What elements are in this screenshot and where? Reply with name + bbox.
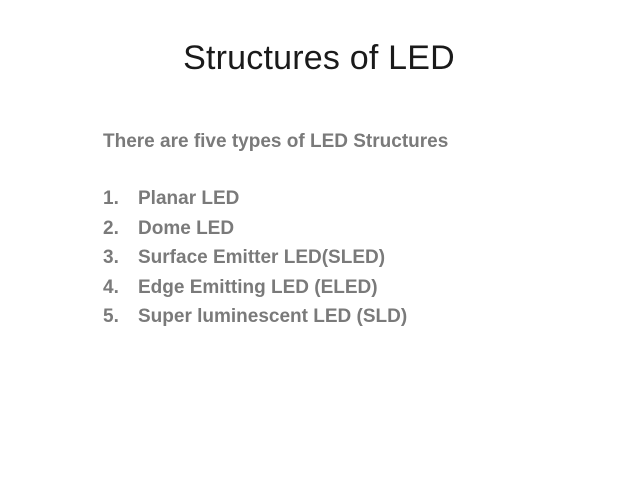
list-item-number: 1.: [103, 188, 119, 209]
list-item: 1. Planar LED: [103, 184, 603, 214]
list-item-label: Surface Emitter LED(SLED): [138, 247, 386, 268]
list-item: 4. Edge Emitting LED (ELED): [103, 273, 603, 303]
list-item-number: 3.: [103, 247, 119, 268]
slide-title: Structures of LED: [183, 39, 455, 77]
list-item-label: Planar LED: [138, 188, 240, 209]
list-item-number: 4.: [103, 276, 119, 298]
list-item-label: Super luminescent LED (SLD): [138, 306, 408, 327]
list-item-number: 5.: [103, 306, 119, 327]
list-item-label: Dome LED: [138, 217, 235, 239]
list-item-number: 2.: [103, 217, 119, 239]
list-item: 3. Surface Emitter LED(SLED): [103, 243, 603, 273]
intro-text: There are five types of LED Structures: [103, 131, 449, 152]
list-item: 5. Super luminescent LED (SLD): [103, 302, 603, 332]
list-item: 2. Dome LED: [103, 214, 603, 244]
structure-list: 1. Planar LED 2. Dome LED 3. Surface Emi…: [103, 184, 603, 332]
list-item-label: Edge Emitting LED (ELED): [138, 276, 378, 298]
slide-body: There are five types of LED Structures 1…: [103, 128, 603, 332]
